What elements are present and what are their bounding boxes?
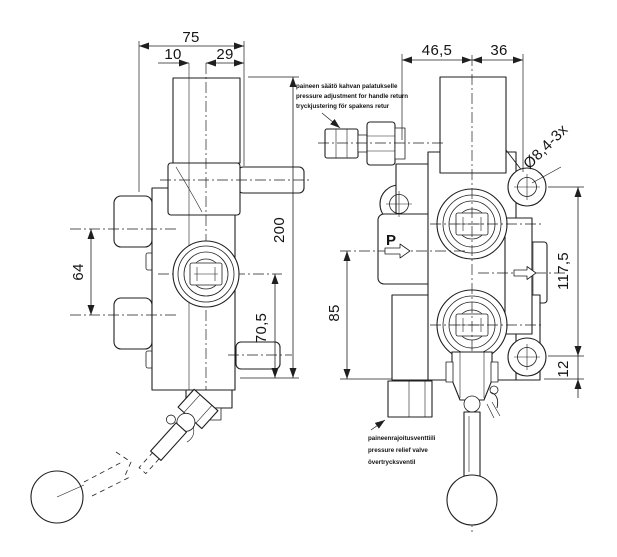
dim-text: 117,5 — [555, 252, 572, 290]
side-handle-assembly — [138, 388, 219, 475]
side-top-cap — [172, 77, 241, 164]
dim-text: 200 — [271, 217, 288, 243]
annotation-relief-valve: paineenrajoitusventtiili pressure relief… — [368, 419, 436, 466]
dim-width-36: 36 — [472, 42, 523, 64]
front-handle-assembly — [445, 351, 501, 526]
side-handle-rod-ghost — [138, 452, 160, 475]
dim-overall-height-200: 200 — [240, 76, 299, 379]
side-ball-ghost-line1 — [83, 460, 125, 483]
dim-base-offset-12: 12 — [544, 356, 584, 398]
annotation-line-sv: tryckjustering för spakens retur — [296, 103, 390, 110]
front-clip-leg2 — [486, 403, 495, 419]
side-boss-ring2 — [183, 251, 229, 297]
dim-width-46-5: 46,5 — [401, 42, 524, 172]
pressure-adjuster — [324, 121, 406, 166]
front-handle-rod — [463, 411, 481, 477]
dim-text: Ø8,4-3x — [520, 121, 571, 172]
adjuster-collar — [394, 127, 406, 160]
leader-arrow — [321, 112, 341, 129]
dim-text: 64 — [70, 263, 87, 280]
outlet-flow-arrow — [513, 266, 537, 280]
front-pin-right — [490, 361, 499, 383]
adjuster-cap — [324, 128, 359, 159]
side-bonnet-curve — [175, 166, 203, 213]
annotation-line-en: pressure adjustment for handle return — [296, 93, 408, 100]
front-pivot-pin — [463, 395, 481, 413]
front-clip-leg1 — [491, 401, 501, 417]
adjuster-hex-nut — [366, 121, 396, 166]
dim-text: 10 — [164, 46, 181, 63]
leader-line — [531, 166, 562, 184]
dim-overall-width-75: 75 — [138, 29, 245, 192]
front-shoulder-line — [505, 149, 524, 173]
annotation-line-sv: övertrycksventil — [368, 459, 416, 466]
inlet-flow-arrow — [384, 243, 411, 259]
bolt-hole-bottom-right — [514, 344, 540, 370]
dim-text: 29 — [216, 46, 233, 63]
front-clip-wire — [489, 391, 499, 409]
dim-text: 85 — [326, 304, 343, 321]
bolt-hole-top-right — [514, 174, 540, 200]
dim-text: 70,5 — [253, 313, 270, 343]
leader-arrow — [370, 419, 386, 431]
side-bonnet — [167, 162, 241, 216]
annotation-line-en: pressure relief valve — [368, 447, 428, 454]
dim-text: 36 — [490, 42, 507, 59]
dim-text: 75 — [182, 29, 199, 46]
side-clevis-fork-right — [195, 405, 213, 424]
side-ball-ghost-line2 — [91, 476, 131, 497]
front-view: P — [318, 55, 566, 532]
front-pin-left — [445, 361, 454, 383]
annotation-handle-return: paineen säätö kahvan palatukselle pressu… — [296, 83, 408, 129]
dim-text: 12 — [555, 360, 572, 377]
side-handle-rod — [150, 422, 187, 461]
side-boss-ring1 — [177, 245, 235, 303]
dim-offsets-10-29: 10 29 — [158, 46, 244, 67]
annotation-line-fi: paineen säätö kahvan palatukselle — [296, 83, 398, 90]
dim-hole-spacing-117-5: 117,5 — [548, 186, 584, 357]
side-ball-ghost-outline — [115, 451, 132, 479]
front-handle-ball — [446, 474, 498, 526]
front-top-cap — [439, 76, 507, 174]
dim-spool-height-70-5: 70,5 — [253, 274, 279, 378]
side-pin-head — [166, 414, 176, 425]
side-ball-stem — [56, 484, 85, 498]
side-port-boss-top — [113, 195, 153, 248]
side-lower-bar — [235, 341, 281, 370]
side-port-boss-bottom — [113, 297, 153, 350]
bolt-hole-top-left — [386, 191, 412, 217]
side-clip-wire — [186, 426, 195, 443]
dim-text: 46,5 — [422, 42, 452, 59]
side-view — [30, 63, 312, 524]
relief-valve-block — [387, 380, 433, 418]
annotation-line-fi: paineenrajoitusventtiili — [368, 435, 436, 442]
adjuster-washer — [357, 134, 368, 153]
pressure-port-label: P — [386, 232, 396, 249]
dim-port-spacing-64: 64 — [70, 229, 95, 315]
front-clevis — [451, 351, 493, 401]
dim-inlet-height-85: 85 — [326, 251, 392, 380]
side-clevis-fork-left — [183, 394, 201, 413]
